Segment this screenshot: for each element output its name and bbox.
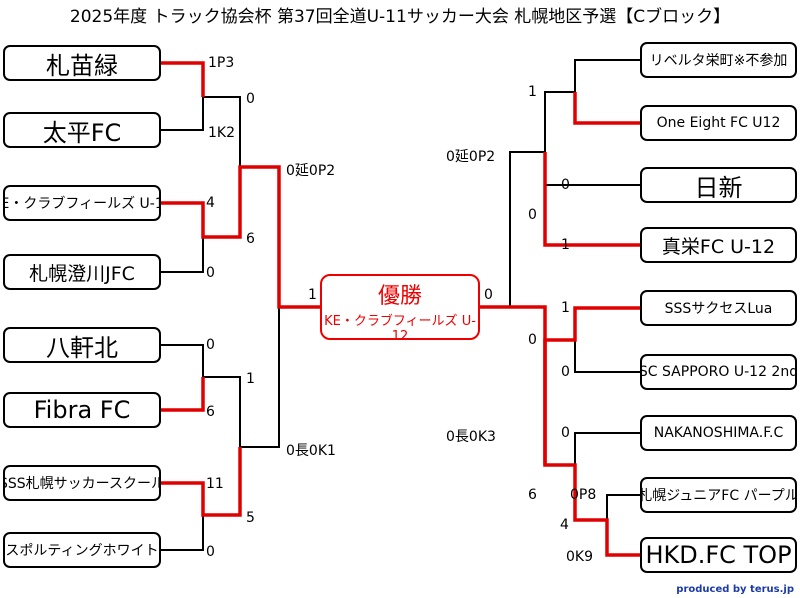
score: 0長0K3 xyxy=(446,429,496,445)
page-title: 2025年度 トラック協会杯 第37回全道U-11サッカー大会 札幌地区予選【C… xyxy=(69,7,731,27)
team-sss-sapporo-soccer-school: SSS札幌サッカースクール xyxy=(3,465,161,501)
line-l-r2-bottom xyxy=(203,376,241,447)
score: 1 xyxy=(308,287,317,303)
score: 1K2 xyxy=(208,125,235,141)
champion-label: 優勝 xyxy=(377,284,422,309)
line-l-sporting xyxy=(160,515,204,551)
score: 1P3 xyxy=(208,55,235,71)
score: 0K9 xyxy=(566,549,593,565)
score: 6 xyxy=(528,487,537,503)
score: 11 xyxy=(206,476,224,492)
team-hkd-fc-top: HKD.FC TOP xyxy=(640,537,797,573)
win-l-sss xyxy=(160,447,242,517)
line-r-nisshin xyxy=(544,152,640,186)
line-l-sumikawa xyxy=(160,237,204,273)
score: 0 xyxy=(561,177,570,193)
win-l-ke xyxy=(160,165,320,309)
team-shinei-fc: 真栄FC U-12 xyxy=(640,227,797,263)
line-r-junior xyxy=(606,494,640,520)
line-l-r2-top xyxy=(203,96,241,167)
team-one-eight-fc: One Eight FC U12 xyxy=(640,105,797,141)
line-r-r2-top xyxy=(544,91,575,152)
team-sc-sapporo: SC SAPPORO U-12 2nd xyxy=(640,354,797,390)
win-l-satsunae xyxy=(160,61,205,97)
score: 4 xyxy=(206,195,215,211)
score: 6 xyxy=(246,231,255,247)
score: 0 xyxy=(206,544,215,560)
win-r-sss-lua xyxy=(543,306,640,465)
line-r-semi-top xyxy=(509,151,545,307)
champion-box: 優勝 KE・クラブフィールズ U-12 xyxy=(320,274,480,344)
score: 0 xyxy=(206,337,215,353)
team-sapporo-junior-fc: 札幌ジュニアFC パープル xyxy=(640,477,797,513)
team-liberta-sakaemachi: リベルタ栄町※不参加 xyxy=(640,42,797,78)
team-sss-success-lua: SSSサクセスLua xyxy=(640,290,797,326)
team-taihei-fc: 太平FC xyxy=(3,112,161,148)
score: 1 xyxy=(561,300,570,316)
line-l-taihei xyxy=(160,97,204,131)
team-hakken-kita: 八軒北 xyxy=(3,327,161,363)
line-l-semi-bottom xyxy=(240,307,280,448)
score: 1 xyxy=(528,84,537,100)
score: 0 xyxy=(561,425,570,441)
score: 1 xyxy=(561,237,570,253)
score: 6 xyxy=(206,404,215,420)
score: 0長0K1 xyxy=(286,443,336,459)
score: 1 xyxy=(246,371,255,387)
team-sporting-white: スポルティングホワイト xyxy=(3,532,161,568)
line-l-hakkenkita xyxy=(160,344,204,377)
win-r-hkd xyxy=(480,305,640,557)
team-nisshin: 日新 xyxy=(640,167,797,203)
score: 4 xyxy=(560,517,569,533)
team-sapporo-sumikawa-jfc: 札幌澄川JFC xyxy=(3,254,161,290)
score: 0 xyxy=(561,364,570,380)
score: 0 xyxy=(528,332,537,348)
team-satsunae-midori: 札苗緑 xyxy=(3,45,161,81)
score: 0 xyxy=(484,287,493,303)
score: 0延0P2 xyxy=(446,149,496,165)
champion-team: KE・クラブフィールズ U-12 xyxy=(324,314,476,344)
score: 0P8 xyxy=(570,487,597,503)
score: 0 xyxy=(206,265,215,281)
win-l-fibra xyxy=(160,377,205,412)
win-r-shinei xyxy=(543,152,640,247)
score: 0 xyxy=(528,207,537,223)
score: 0 xyxy=(246,91,255,107)
line-r-nakanoshima xyxy=(574,432,640,465)
line-r-scsapporo xyxy=(574,340,640,373)
team-nakanoshima-fc: NAKANOSHIMA.F.C xyxy=(640,415,797,451)
score: 0延0P2 xyxy=(286,163,336,179)
credit-text: produced by terus.jp xyxy=(676,584,794,595)
line-r-liberta xyxy=(574,59,640,92)
team-fibra-fc: Fibra FC xyxy=(3,392,161,428)
team-ke-club-fields: KE・クラブフィールズ U-12 xyxy=(3,185,161,221)
win-r-oneeight xyxy=(573,92,640,125)
score: 5 xyxy=(246,510,255,526)
